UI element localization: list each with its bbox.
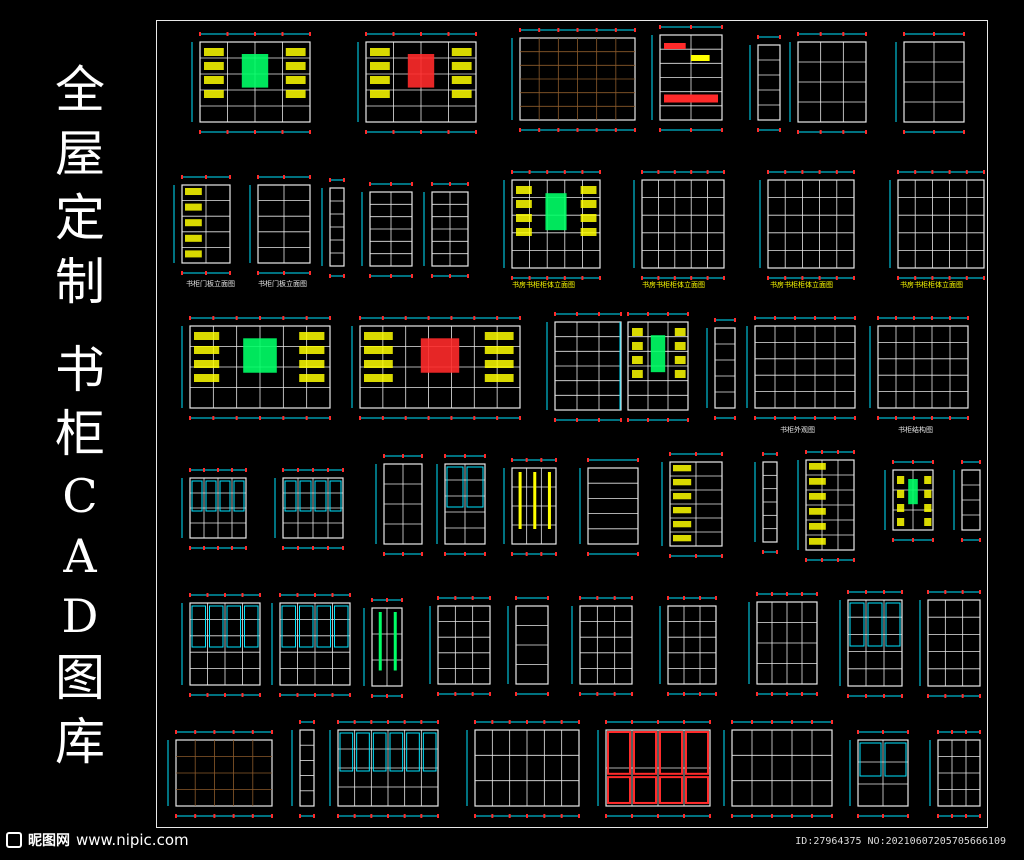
drawing-caption: 书房书柜柜体立面图 bbox=[642, 280, 705, 289]
cabinet-elevation bbox=[466, 720, 580, 818]
watermark-id: ID:27964375 NO:20210607205705666109 bbox=[795, 836, 1006, 847]
cabinet-elevation bbox=[181, 468, 247, 550]
title-char: 书 bbox=[55, 341, 105, 399]
cabinet-elevation bbox=[546, 312, 622, 422]
cabinet-elevation bbox=[659, 596, 717, 696]
drawing-caption: 书房书柜柜体立面图 bbox=[512, 280, 575, 289]
cabinet-elevation bbox=[723, 720, 833, 818]
drawing-frame bbox=[156, 20, 988, 828]
title-char: 库 bbox=[55, 713, 105, 771]
cabinet-elevation bbox=[167, 730, 273, 818]
cabinet-elevation bbox=[507, 596, 549, 696]
cabinet-elevation bbox=[361, 182, 413, 278]
cabinet-elevation bbox=[429, 596, 491, 696]
cabinet-elevation bbox=[181, 316, 331, 420]
cabinet-elevation bbox=[651, 25, 723, 132]
cabinet-elevation bbox=[619, 312, 689, 422]
label-group: 书柜门板立面图 书柜门板立面图 书房书柜柜体立面图 书房书柜柜体立面图 书房书柜柜体立面… bbox=[186, 279, 963, 434]
title-char: 屋 bbox=[55, 125, 105, 183]
cabinet-elevation bbox=[884, 460, 934, 542]
title-char: A bbox=[63, 529, 97, 583]
cabinet-elevation bbox=[511, 28, 636, 132]
drawing-group bbox=[167, 25, 985, 818]
cabinet-elevation bbox=[759, 170, 855, 280]
drawing-caption: 书柜门板立面图 bbox=[186, 279, 235, 288]
title-char: D bbox=[61, 589, 99, 643]
cabinet-elevation bbox=[357, 32, 477, 134]
title-char: 全 bbox=[55, 61, 105, 119]
cabinet-elevation bbox=[191, 32, 311, 134]
cabinet-elevation bbox=[173, 175, 231, 275]
cabinet-elevation bbox=[929, 730, 981, 818]
drawing-caption: 书柜门板立面图 bbox=[258, 279, 307, 288]
drawing-caption: 书柜外观图 bbox=[780, 425, 815, 434]
cabinet-elevation bbox=[375, 454, 423, 556]
cabinet-elevation bbox=[321, 178, 345, 278]
cabinet-elevation bbox=[329, 720, 439, 818]
cabinet-elevation bbox=[661, 452, 723, 558]
cabinet-elevation bbox=[849, 730, 909, 818]
cabinet-elevation bbox=[754, 452, 778, 554]
drawing-caption: 书柜结构图 bbox=[898, 425, 933, 434]
cabinet-elevation bbox=[597, 720, 711, 818]
cabinet-elevation bbox=[291, 720, 315, 818]
watermark-url: www.nipic.com bbox=[76, 831, 189, 849]
cabinet-elevation bbox=[789, 32, 867, 134]
title-char: C bbox=[62, 469, 98, 523]
cabinet-elevation bbox=[633, 170, 725, 280]
watermark-site-name: 昵图网 bbox=[28, 833, 70, 849]
cabinet-elevation bbox=[271, 593, 351, 697]
nipic-logo-icon bbox=[6, 832, 22, 848]
title-char: 制 bbox=[55, 253, 105, 311]
drawing-caption: 书房书柜柜体立面图 bbox=[770, 280, 833, 289]
cabinet-elevation bbox=[579, 458, 639, 556]
cabinet-elevation bbox=[919, 590, 981, 698]
cabinet-elevation bbox=[503, 458, 557, 556]
title-char: 定 bbox=[55, 189, 105, 247]
cabinet-elevation bbox=[503, 170, 601, 280]
watermark: 昵图网 www.nipic.com bbox=[6, 830, 189, 850]
cabinet-elevation bbox=[249, 175, 311, 275]
cabinet-elevation bbox=[953, 460, 981, 542]
cabinet-elevation bbox=[181, 593, 261, 697]
cabinet-elevation bbox=[749, 35, 781, 132]
title-char: 图 bbox=[55, 649, 105, 707]
cabinet-elevation bbox=[706, 318, 736, 420]
cabinet-elevation bbox=[571, 596, 633, 696]
cabinet-elevation bbox=[889, 170, 985, 280]
title-char: 柜 bbox=[55, 405, 105, 463]
cabinet-elevation bbox=[839, 590, 903, 698]
cabinet-elevation bbox=[869, 316, 969, 420]
cabinet-elevation bbox=[363, 598, 403, 698]
cabinet-elevation bbox=[423, 182, 469, 278]
sheet-title: 全 屋 定 制 书 柜 C A D 图 库 bbox=[40, 58, 120, 774]
cabinet-elevation bbox=[746, 316, 856, 420]
cabinet-elevation bbox=[436, 454, 486, 556]
cabinet-elevation bbox=[351, 316, 521, 420]
drawing-caption: 书房书柜柜体立面图 bbox=[900, 280, 963, 289]
cabinet-elevation bbox=[274, 468, 344, 550]
cabinet-elevation bbox=[797, 450, 855, 562]
cabinet-elevation bbox=[895, 32, 965, 134]
cabinet-elevation bbox=[748, 592, 818, 696]
